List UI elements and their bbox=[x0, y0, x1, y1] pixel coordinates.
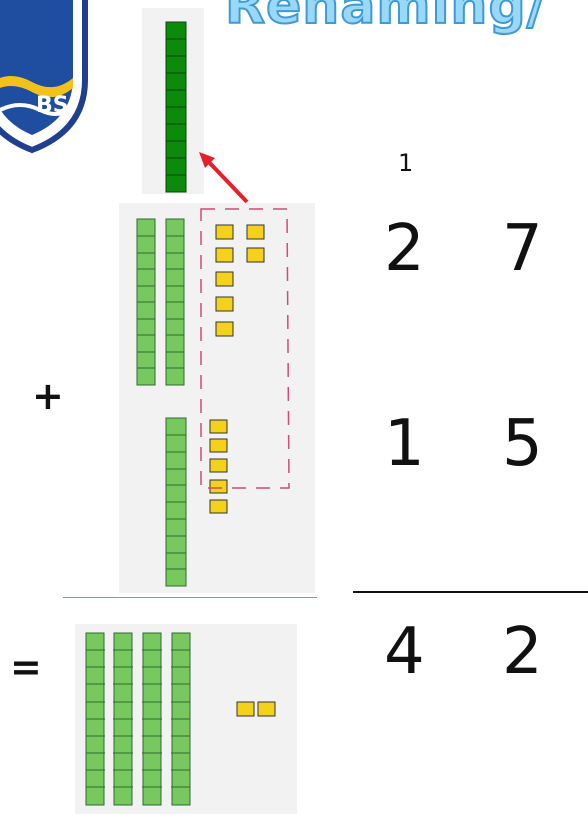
result-ones-digit: 2 bbox=[502, 615, 543, 689]
regrouped-ten-panel bbox=[142, 8, 204, 194]
addend1-ones-digit: 7 bbox=[502, 212, 543, 286]
page-title: Renaming/ bbox=[224, 0, 547, 37]
plus-sign: + bbox=[32, 374, 64, 418]
addend-blocks-drawing bbox=[136, 208, 290, 587]
logo-text: BS bbox=[36, 93, 69, 118]
regrouped-ten-rod bbox=[165, 21, 187, 193]
addend1-tens-digit: 2 bbox=[384, 212, 425, 286]
result-blocks-panel bbox=[75, 624, 297, 814]
result-blocks-drawing bbox=[85, 632, 276, 806]
sum-line bbox=[353, 591, 588, 593]
result-tens-digit: 4 bbox=[384, 615, 425, 689]
equals-sign: = bbox=[10, 645, 42, 689]
carry-digit: 1 bbox=[398, 149, 414, 177]
addend2-ones-cubes bbox=[209, 419, 228, 514]
addend1-ones-cubes bbox=[215, 224, 265, 337]
result-ones-cubes bbox=[236, 701, 276, 717]
school-crest-logo: BS bbox=[0, 0, 88, 154]
ten-ones-group-outline bbox=[200, 208, 290, 489]
addend2-tens-digit: 1 bbox=[384, 407, 425, 481]
blocks-divider bbox=[63, 597, 317, 598]
regroup-arrow bbox=[199, 152, 249, 204]
addend2-ones-digit: 5 bbox=[502, 407, 543, 481]
addend-blocks-panel bbox=[119, 203, 315, 593]
